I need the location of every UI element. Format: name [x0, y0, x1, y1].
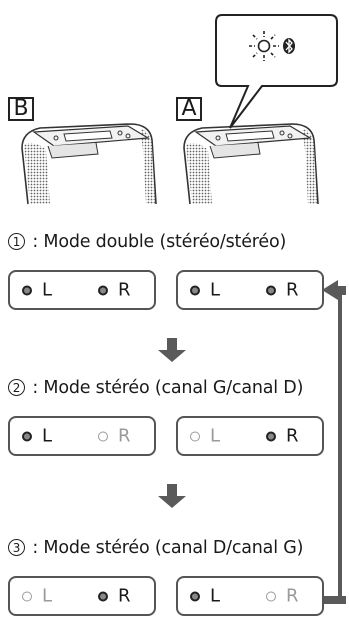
speaker-b — [21, 123, 157, 205]
mode-2-number: 2 — [8, 379, 25, 396]
mode-3-number: 3 — [8, 539, 25, 556]
mode-1-title: 1 : Mode double (stéréo/stéréo) — [8, 232, 286, 252]
mode-2-panel-right: L R — [176, 416, 324, 456]
mode-3-title: 3 : Mode stéréo (canal D/canal G) — [8, 538, 303, 558]
indicator-r: R — [98, 426, 131, 447]
mode-2-panel-left: L R — [8, 416, 156, 456]
indicator-r: R — [266, 586, 299, 607]
mode-1-number: 1 — [8, 233, 25, 250]
speaker-a — [183, 123, 319, 205]
mode-3-panel-right: L R — [176, 576, 324, 616]
indicator-r: R — [98, 586, 131, 607]
unit-label-b: B — [8, 97, 34, 121]
indicator-r: R — [266, 426, 299, 447]
down-arrow-2 — [158, 484, 186, 508]
cycle-return-arrow — [322, 280, 346, 604]
mode-1-panel-right: L R — [176, 270, 324, 310]
down-arrow-1 — [158, 338, 186, 362]
callout-bubble — [215, 14, 338, 129]
indicator-l: L — [22, 280, 52, 301]
indicator-l: L — [190, 586, 220, 607]
indicator-r: R — [266, 280, 299, 301]
light-icon — [249, 31, 279, 61]
indicator-l: L — [22, 586, 52, 607]
unit-label-a: A — [176, 97, 202, 121]
mode-3-panel-left: L R — [8, 576, 156, 616]
indicator-l: L — [22, 426, 52, 447]
indicator-l: L — [190, 280, 220, 301]
indicator-r: R — [98, 280, 131, 301]
bluetooth-icon — [283, 38, 295, 54]
indicator-l: L — [190, 426, 220, 447]
mode-1-panel-left: L R — [8, 270, 156, 310]
mode-2-title: 2 : Mode stéréo (canal G/canal D) — [8, 378, 303, 398]
